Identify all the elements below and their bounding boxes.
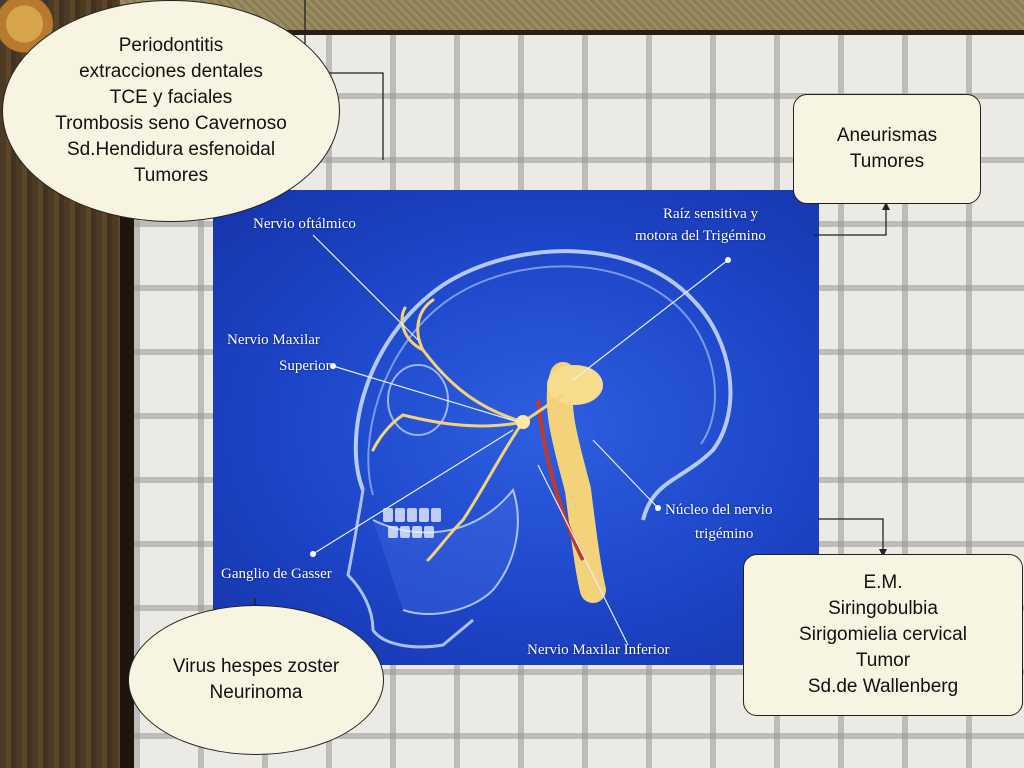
callout-text: Aneurismas: [837, 123, 937, 149]
callout-text: E.M.: [863, 570, 902, 596]
callout-box-top-right: Aneurismas Tumores: [793, 94, 981, 204]
callout-text: Tumores: [134, 163, 208, 189]
callout-text: Virus hespes zoster: [173, 654, 340, 680]
callout-ellipse-top-left: Periodontitis extracciones dentales TCE …: [2, 0, 340, 222]
callout-text: extracciones dentales: [79, 59, 263, 85]
callout-text: Tumor: [856, 648, 910, 674]
callout-text: Tumores: [850, 149, 924, 175]
callout-text: Neurinoma: [210, 680, 303, 706]
callout-box-bottom-right: E.M. Siringobulbia Sirigomielia cervical…: [743, 554, 1023, 716]
callout-ellipse-bottom-left: Virus hespes zoster Neurinoma: [128, 605, 384, 755]
callout-text: Sirigomielia cervical: [799, 622, 967, 648]
callout-text: Trombosis seno Cavernoso: [55, 111, 287, 137]
callout-text: Siringobulbia: [828, 596, 938, 622]
callout-text: Periodontitis: [119, 33, 224, 59]
callout-text: Sd.Hendidura esfenoidal: [67, 137, 275, 163]
callout-text: TCE y faciales: [110, 85, 232, 111]
callout-text: Sd.de Wallenberg: [808, 674, 958, 700]
